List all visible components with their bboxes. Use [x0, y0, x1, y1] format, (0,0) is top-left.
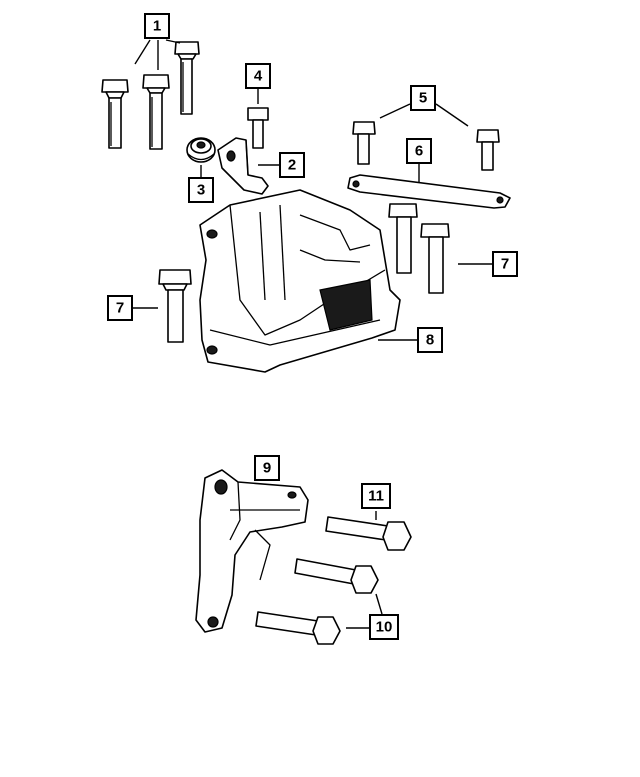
bolt-part-10-lower[interactable] — [255, 611, 341, 645]
bolt-part-5-right[interactable] — [476, 129, 500, 171]
bolt-part-7-left[interactable] — [158, 269, 192, 343]
bolt-part-4[interactable] — [247, 107, 269, 149]
callout-6[interactable]: 6 — [406, 138, 432, 164]
bolt-part-1-left[interactable] — [101, 79, 129, 149]
callout-9-label: 9 — [263, 460, 271, 477]
bolt-part-1-middle[interactable] — [142, 74, 170, 150]
callout-9[interactable]: 9 — [254, 455, 280, 481]
callout-7-left[interactable]: 7 — [107, 295, 133, 321]
callout-10-label: 10 — [376, 619, 393, 636]
callout-4[interactable]: 4 — [245, 63, 271, 89]
bolt-part-7-upper-2[interactable] — [420, 223, 450, 294]
callout-4-label: 4 — [254, 68, 263, 85]
bolt-part-10-upper[interactable] — [294, 558, 379, 594]
callout-7-right-label: 7 — [501, 256, 509, 273]
callout-10[interactable]: 10 — [369, 614, 399, 640]
callout-3-label: 3 — [197, 182, 205, 199]
callout-5[interactable]: 5 — [410, 85, 436, 111]
callout-11[interactable]: 11 — [361, 483, 391, 509]
bracket-part-2[interactable] — [217, 137, 269, 195]
callout-7-left-label: 7 — [116, 300, 124, 317]
callout-1-label: 1 — [153, 18, 161, 35]
engine-mount-part-8[interactable] — [199, 189, 401, 373]
nut-part-3[interactable] — [186, 137, 216, 163]
bolt-part-5-left[interactable] — [352, 121, 376, 165]
callout-5-label: 5 — [419, 90, 427, 107]
callout-11-label: 11 — [368, 488, 384, 505]
callout-7-right[interactable]: 7 — [492, 251, 518, 277]
link-arm-part-6[interactable] — [347, 174, 511, 209]
callout-6-label: 6 — [415, 143, 423, 160]
bolt-part-11[interactable] — [325, 516, 412, 551]
callout-8-label: 8 — [426, 332, 434, 349]
leader-lines — [133, 39, 492, 629]
callout-8[interactable]: 8 — [417, 327, 443, 353]
callout-3[interactable]: 3 — [188, 177, 214, 203]
callout-1[interactable]: 1 — [144, 13, 170, 39]
bolt-part-1-right[interactable] — [174, 41, 200, 115]
callout-2[interactable]: 2 — [279, 152, 305, 178]
bolt-part-7-upper-1[interactable] — [388, 203, 418, 274]
bracket-part-9[interactable] — [195, 469, 309, 633]
callout-2-label: 2 — [288, 157, 296, 174]
